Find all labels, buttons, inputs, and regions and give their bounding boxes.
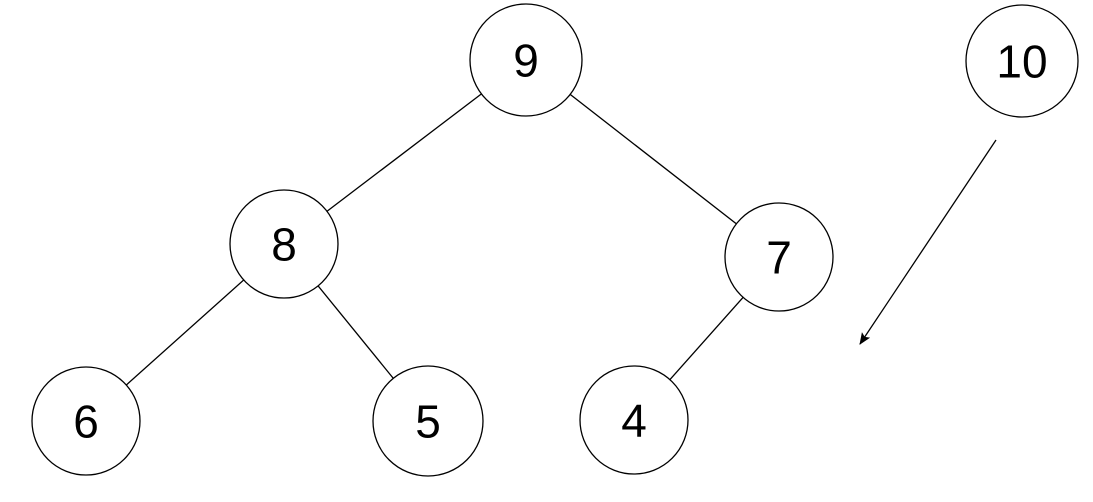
tree-node-circle-5	[372, 365, 484, 477]
tree-node-label-7: 7	[766, 231, 792, 283]
tree-node-4: 4	[579, 365, 689, 475]
tree-node-circle-7	[724, 202, 834, 312]
tree-node-5: 5	[372, 365, 484, 477]
tree-node-label-8: 8	[271, 218, 297, 270]
arrow-layer	[859, 139, 997, 345]
tree-node-circle-8	[229, 189, 339, 299]
tree-node-circle-9	[469, 3, 583, 117]
insert-arrow	[859, 139, 997, 345]
tree-node-9: 9	[469, 3, 583, 117]
tree-node-circle-10	[965, 4, 1079, 118]
nodes-layer: 9 8 7 6 5 4 10	[31, 3, 1079, 477]
tree-node-label-5: 5	[415, 395, 441, 447]
tree-node-8: 8	[229, 189, 339, 299]
tree-node-label-6: 6	[73, 395, 99, 447]
tree-node-circle-4	[579, 365, 689, 475]
tree-node-label-9: 9	[513, 34, 539, 86]
tree-node-label-10: 10	[996, 35, 1047, 87]
tree-node-7: 7	[724, 202, 834, 312]
tree-node-6: 6	[31, 366, 141, 476]
tree-node-label-4: 4	[621, 394, 647, 446]
tree-node-circle-6	[31, 366, 141, 476]
tree-node-10: 10	[965, 4, 1079, 118]
